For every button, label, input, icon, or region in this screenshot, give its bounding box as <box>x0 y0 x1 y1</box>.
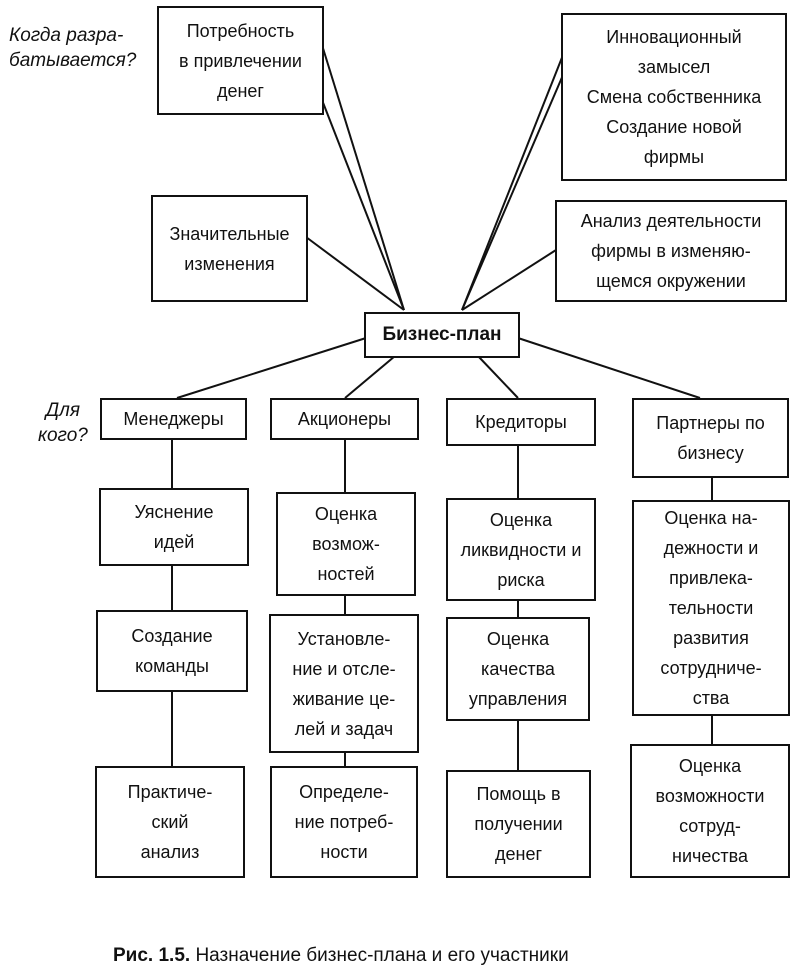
managers-item-2: Создание команды <box>96 610 248 692</box>
connector-analysis <box>461 249 557 311</box>
audience-partners: Партнеры по бизнесу <box>632 398 789 478</box>
managers-item-1: Уяснение идей <box>99 488 249 566</box>
creditors-item-2: Оценка качества управления <box>446 617 590 721</box>
connector-bp-partners <box>517 337 701 399</box>
occasion-significant-changes: Значительные изменения <box>151 195 308 302</box>
connector-changes <box>305 236 405 311</box>
caption-label: Рис. 1.5. <box>113 945 191 966</box>
question-when: Когда разра- батывается? <box>9 25 137 71</box>
connector-bp-shareholders <box>344 355 396 399</box>
audience-creditors: Кредиторы <box>446 398 596 446</box>
creditors-item-3: Помощь в получении денег <box>446 770 591 878</box>
figure-caption: Рис. 1.5. Назначение бизнес-плана и его … <box>113 944 569 968</box>
connector-innovation-lower <box>461 74 564 311</box>
caption-text: Назначение бизнес-плана и его участники <box>190 945 569 966</box>
occasion-innovation: Инновационный замысел Смена собственника… <box>561 13 787 181</box>
connector-bp-managers <box>176 337 367 399</box>
shareholders-item-3: Определе- ние потреб- ности <box>270 766 418 878</box>
business-plan-box: Бизнес-план <box>364 312 520 358</box>
occasion-analysis: Анализ деятельности фирмы в изменяю- щем… <box>555 200 787 302</box>
connector-bp-creditors <box>477 355 519 399</box>
shareholders-item-1: Оценка возмож- ностей <box>276 492 416 596</box>
audience-shareholders: Акционеры <box>270 398 419 440</box>
audience-managers: Менеджеры <box>100 398 247 440</box>
connector-innovation <box>461 54 564 311</box>
partners-item-2: Оценка возможности сотруд- ничества <box>630 744 790 878</box>
creditors-item-1: Оценка ликвидности и риска <box>446 498 596 601</box>
partners-item-1: Оценка на- дежности и привлека- тельност… <box>632 500 790 716</box>
connector-money-need <box>321 44 405 311</box>
managers-item-3: Практиче- ский анализ <box>95 766 245 878</box>
occasion-money-need: Потребность в привлечении денег <box>157 6 324 115</box>
question-for-whom: Для кого? <box>38 400 88 446</box>
shareholders-item-2: Установле- ние и отсле- живание це- лей … <box>269 614 419 753</box>
connector-money-need-lower <box>321 99 405 311</box>
